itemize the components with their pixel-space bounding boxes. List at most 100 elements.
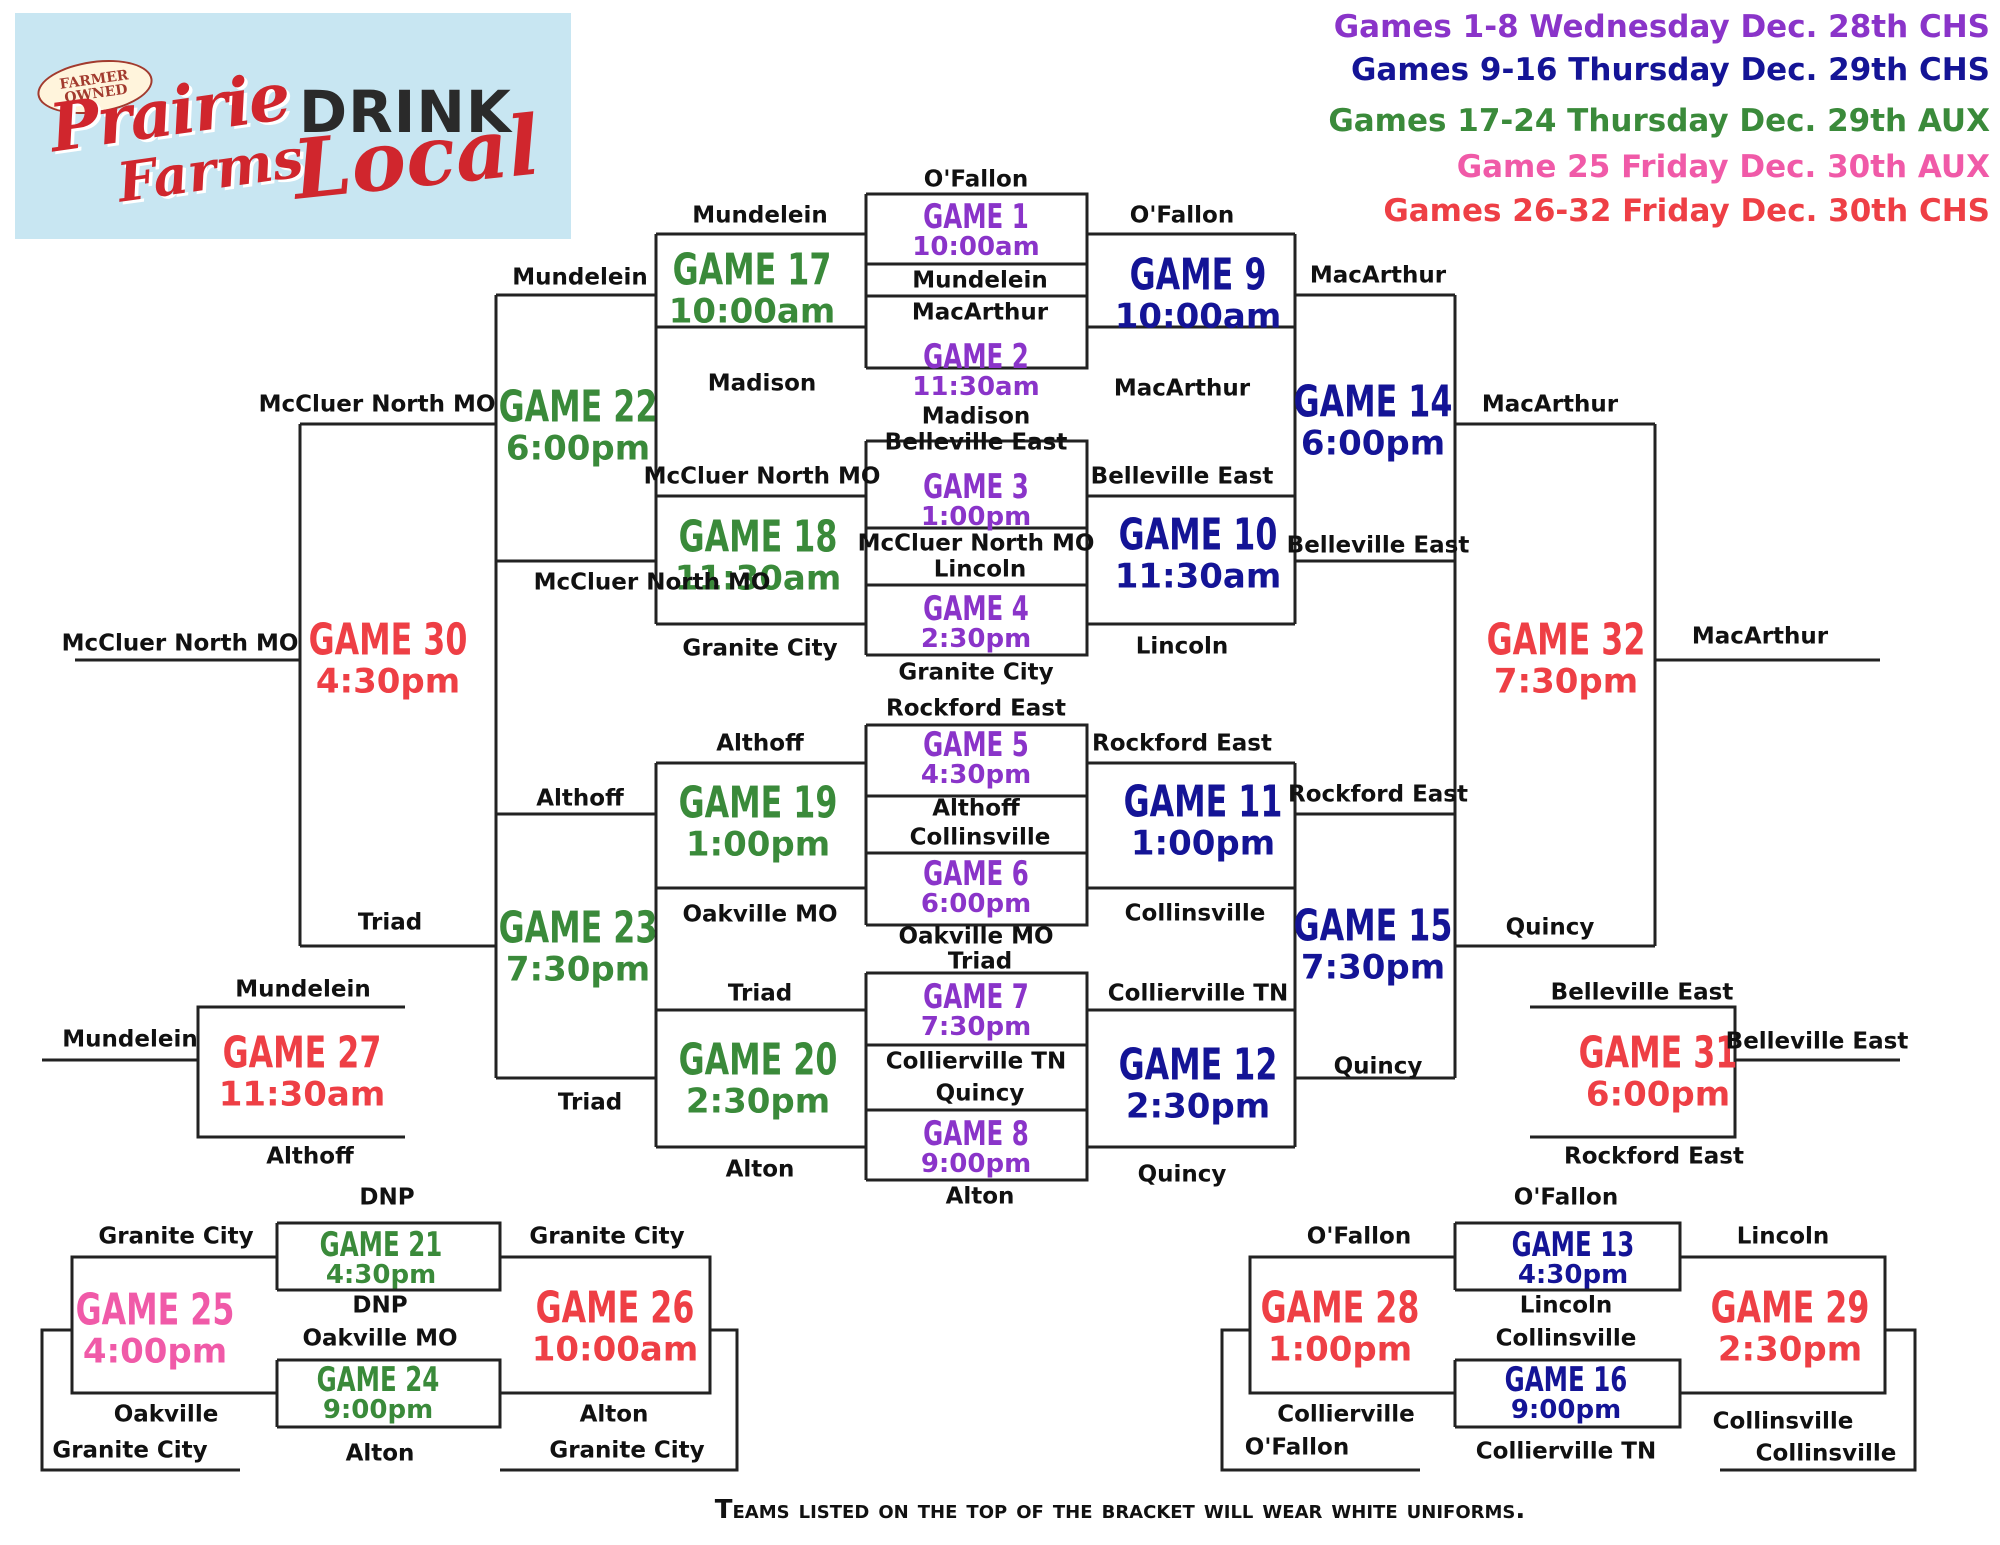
team-label: McCluer North MO: [61, 630, 299, 657]
game-32-time: 7:30pm: [1493, 661, 1639, 702]
team-label: Quincy: [1333, 1053, 1423, 1080]
game-22-name: GAME 22: [498, 381, 658, 433]
team-label: O'Fallon: [1244, 1434, 1350, 1461]
team-label: Triad: [947, 948, 1013, 975]
team-label: Belleville East: [1090, 463, 1274, 490]
team-label: Alton: [345, 1440, 415, 1467]
team-label: Triad: [557, 1089, 623, 1116]
game-15-name: GAME 15: [1293, 900, 1453, 952]
game-7-name: GAME 7: [923, 977, 1029, 1017]
team-label: Collierville TN: [1475, 1438, 1657, 1465]
team-label: Althoff: [932, 795, 1020, 822]
team-label: Rockford East: [1564, 1143, 1744, 1170]
team-label: MacArthur: [1113, 375, 1251, 402]
team-label: DNP: [359, 1184, 415, 1211]
game-6-time: 6:00pm: [920, 889, 1032, 919]
game-26-bracket: [500, 1255, 712, 1395]
team-label: Mundelein: [512, 264, 648, 291]
local-wordmark: Local: [288, 97, 544, 219]
schedule-line-2: Games 9-16 Thursday Dec. 29th CHS: [1350, 52, 1990, 88]
schedule-line-5: Games 26-32 Friday Dec. 30th CHS: [1383, 193, 1990, 229]
team-label: Collierville: [1277, 1401, 1415, 1428]
game-16-name: GAME 16: [1504, 1360, 1628, 1400]
game-30-bracket: [300, 422, 498, 948]
game-32-bracket: [1453, 422, 1655, 948]
game-7-time: 7:30pm: [920, 1012, 1032, 1042]
game-25-name: GAME 25: [75, 1284, 235, 1336]
game-14-time: 6:00pm: [1300, 423, 1446, 464]
team-label: Quincy: [1505, 914, 1595, 941]
team-label: Alton: [725, 1156, 795, 1183]
game-12-time: 2:30pm: [1125, 1086, 1271, 1127]
team-label: Granite City: [898, 659, 1054, 686]
team-label: Mundelein: [235, 976, 371, 1003]
game-31-bracket: [1530, 1005, 1737, 1139]
team-label: Althoff: [716, 730, 804, 757]
game-28-time: 1:00pm: [1267, 1329, 1413, 1370]
game-5-time: 4:30pm: [920, 760, 1032, 790]
game-1-time: 10:00am: [912, 232, 1040, 262]
game-9-time: 10:00am: [1114, 296, 1282, 337]
game-13-name: GAME 13: [1511, 1225, 1635, 1265]
team-label: DNP: [352, 1292, 408, 1319]
game-13-time: 4:30pm: [1517, 1260, 1629, 1290]
game-11-time: 1:00pm: [1130, 823, 1276, 864]
game-1-bracket-right: [866, 192, 1089, 266]
team-label: Triad: [357, 909, 423, 936]
game-28-name: GAME 28: [1260, 1282, 1420, 1334]
game-8-name: GAME 8: [923, 1114, 1029, 1154]
team-label: Collierville TN: [885, 1048, 1067, 1075]
game-2-bracket-right: [866, 294, 1089, 370]
team-label: MacArthur: [1691, 623, 1829, 650]
game-18-bracket: [656, 494, 868, 626]
team-label: O'Fallon: [923, 166, 1029, 193]
game-14-bracket: [1293, 293, 1455, 563]
team-label: Collinsville: [909, 824, 1051, 851]
game-10-name: GAME 10: [1118, 509, 1278, 561]
game-30-time: 4:30pm: [315, 661, 461, 702]
team-label: MacArthur: [911, 299, 1049, 326]
team-label: Belleville East: [1550, 979, 1734, 1006]
team-label: Madison: [707, 370, 817, 397]
team-label: Alton: [945, 1183, 1015, 1210]
game-20-time: 2:30pm: [685, 1081, 831, 1122]
game-20-name: GAME 20: [678, 1034, 838, 1086]
game-31-name: GAME 31: [1578, 1027, 1738, 1079]
game-17-name: GAME 17: [672, 244, 832, 296]
team-label: Oakville MO: [302, 1325, 458, 1352]
game-23-name: GAME 23: [498, 902, 658, 954]
team-label: Granite City: [549, 1437, 705, 1464]
schedule-line-3: Games 17-24 Thursday Dec. 29th AUX: [1328, 103, 1990, 139]
game-25-time: 4:00pm: [82, 1331, 228, 1372]
team-label: Rockford East: [1092, 730, 1272, 757]
game-27-name: GAME 27: [222, 1027, 382, 1079]
team-label: Belleville East: [1286, 532, 1470, 559]
team-label: Lincoln: [1519, 1292, 1613, 1319]
team-label: Collinsville: [1712, 1408, 1854, 1435]
game-31-time: 6:00pm: [1585, 1074, 1731, 1115]
game-10-time: 11:30am: [1114, 556, 1282, 597]
game-3-name: GAME 3: [923, 467, 1029, 507]
team-label: Granite City: [98, 1223, 254, 1250]
game-8-time: 9:00pm: [920, 1149, 1032, 1179]
game-9-name: GAME 9: [1129, 249, 1267, 301]
game-10-bracket: [1085, 494, 1295, 626]
